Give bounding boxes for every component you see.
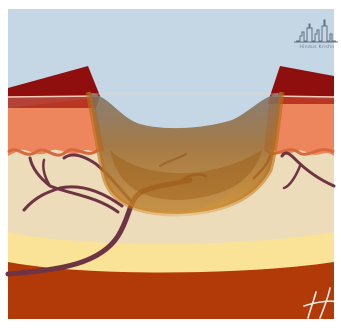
epidermis-highlight-left: [8, 96, 98, 97]
epidermis-left-lower: [8, 96, 100, 108]
logo-caption: Hindus Krishn: [300, 44, 335, 50]
